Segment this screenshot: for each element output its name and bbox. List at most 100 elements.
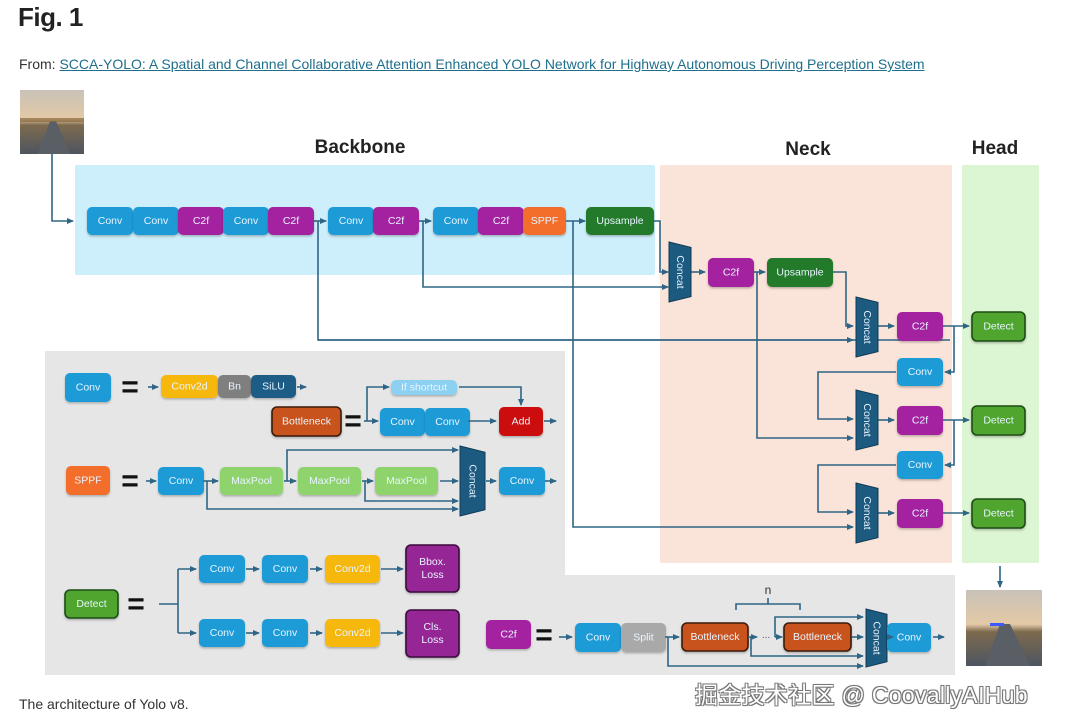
legend-cls-loss-shape xyxy=(405,609,460,658)
neck-upsample: Upsample xyxy=(767,258,833,287)
neck-c2f-shape xyxy=(897,312,943,341)
backbone-block-sppf-shape xyxy=(523,207,566,235)
legend-sppf-shape xyxy=(66,466,110,495)
legend-concat-shape xyxy=(865,608,888,668)
legend-conv2d-shape xyxy=(325,555,380,583)
head-region xyxy=(962,165,1039,563)
legend-bottleneck: Bottleneck xyxy=(271,406,342,437)
legend-conv-shape xyxy=(262,555,308,583)
legend-if-shortcut: If shortcut xyxy=(391,380,457,395)
backbone-block-conv-shape xyxy=(328,207,374,235)
legend-conv-label: Conv xyxy=(435,416,460,428)
backbone-block-conv-label: Conv xyxy=(339,215,364,227)
backbone-block-c2f-label: C2f xyxy=(193,215,209,227)
backbone-block-conv: Conv xyxy=(133,207,179,235)
head-title: Head xyxy=(972,138,1018,159)
head-detect-label: Detect xyxy=(983,321,1013,333)
legend-conv-shape xyxy=(262,619,308,647)
backbone-block-upsample-shape xyxy=(586,207,654,235)
legend-detect-label: Detect xyxy=(76,598,106,610)
legend-maxpool-label: MaxPool xyxy=(386,475,427,487)
backbone-block-c2f-label: C2f xyxy=(388,215,404,227)
legend-maxpool: MaxPool xyxy=(298,467,361,495)
legend-if-shortcut-shape xyxy=(391,380,457,395)
neck-c2f-label: C2f xyxy=(723,267,739,279)
legend-bottleneck-label: Bottleneck xyxy=(282,416,332,428)
legend-cls-loss: Cls.Loss xyxy=(405,609,460,658)
legend-conv-label: Conv xyxy=(586,632,611,644)
legend-conv-label: Conv xyxy=(210,563,235,575)
neck-c2f-shape xyxy=(708,258,754,287)
legend-conv: Conv xyxy=(262,619,308,647)
neck-concat: Concat xyxy=(855,482,879,544)
backbone-block-c2f: C2f xyxy=(268,207,314,235)
legend-maxpool: MaxPool xyxy=(220,467,283,495)
legend-silu-label: SiLU xyxy=(262,381,285,393)
repeat-n-label: n xyxy=(765,583,772,597)
legend-split-shape xyxy=(621,623,666,652)
legend-conv-label: Conv xyxy=(210,627,235,639)
backbone-block-conv-shape xyxy=(87,207,133,235)
neck-conv-shape xyxy=(897,358,943,386)
legend-silu-shape xyxy=(251,375,296,398)
legend-conv2d-label: Conv2d xyxy=(334,627,370,639)
legend-silu: SiLU xyxy=(251,375,296,398)
legend-concat-label: Concat xyxy=(871,621,883,654)
backbone-block-c2f: C2f xyxy=(178,207,224,235)
backbone-block-conv: Conv xyxy=(433,207,479,235)
legend-concat: Concat xyxy=(865,608,888,668)
figure-title: Fig. 1 xyxy=(18,2,83,32)
neck-c2f: C2f xyxy=(897,406,943,435)
backbone-block-conv-shape xyxy=(133,207,179,235)
backbone-block-upsample: Upsample xyxy=(586,207,654,235)
legend-bbox-loss: Bbox.Loss xyxy=(405,544,460,593)
legend-conv-shape xyxy=(158,467,204,495)
legend-c2f-shape xyxy=(486,620,531,649)
legend-bottleneck-shape xyxy=(271,406,342,437)
neck-concat-shape xyxy=(855,389,879,451)
backbone-block-c2f: C2f xyxy=(478,207,524,235)
backbone-block-sppf-label: SPPF xyxy=(531,215,558,227)
legend-bottleneck: Bottleneck xyxy=(681,622,749,652)
neck-concat-label: Concat xyxy=(861,496,873,529)
neck-conv-label: Conv xyxy=(908,366,933,378)
neck-c2f: C2f xyxy=(708,258,754,287)
connection-wires xyxy=(51,154,1003,588)
neck-upsample-shape xyxy=(767,258,833,287)
neck-concat-label: Concat xyxy=(674,255,686,288)
legend-concat-shape xyxy=(459,445,486,517)
backbone-block-c2f-shape xyxy=(178,207,224,235)
legend-bottleneck: Bottleneck xyxy=(783,622,852,652)
legend-cls-loss-label: Cls. xyxy=(423,621,441,633)
legend-conv2d-shape xyxy=(161,375,218,398)
head-detect-label: Detect xyxy=(983,415,1013,427)
neck-concat: Concat xyxy=(855,389,879,451)
source-paper-link[interactable]: SCCA-YOLO: A Spatial and Channel Collabo… xyxy=(59,56,925,72)
legend-conv: Conv xyxy=(499,467,545,495)
backbone-block-c2f-label: C2f xyxy=(283,215,299,227)
neck-conv-shape xyxy=(897,451,943,479)
legend-add-shape xyxy=(499,407,543,436)
legend-maxpool: MaxPool xyxy=(375,467,438,495)
backbone-block-conv-label: Conv xyxy=(144,215,169,227)
legend-conv: Conv xyxy=(262,555,308,583)
backbone-block-conv-shape xyxy=(433,207,479,235)
figure-source: From: SCCA-YOLO: A Spatial and Channel C… xyxy=(19,56,925,72)
backbone-block-c2f-shape xyxy=(478,207,524,235)
neck-concat: Concat xyxy=(855,296,879,358)
legend-conv: Conv xyxy=(425,408,470,436)
legend-conv: Conv xyxy=(65,373,111,402)
watermark: 掘金技术社区 @ CoovallyAIHub xyxy=(695,682,1028,708)
legend-conv-shape xyxy=(65,373,111,402)
backbone-block-c2f: C2f xyxy=(373,207,419,235)
head-detect: Detect xyxy=(971,405,1026,436)
backbone-title: Backbone xyxy=(315,137,406,158)
legend-conv-label: Conv xyxy=(273,627,298,639)
neck-c2f-shape xyxy=(897,406,943,435)
head-detect: Detect xyxy=(971,311,1026,342)
legend-detect-shape xyxy=(64,589,119,619)
legend-conv2d-label: Conv2d xyxy=(334,563,370,575)
neck-concat-shape xyxy=(855,296,879,358)
legend-conv-shape xyxy=(575,623,621,652)
